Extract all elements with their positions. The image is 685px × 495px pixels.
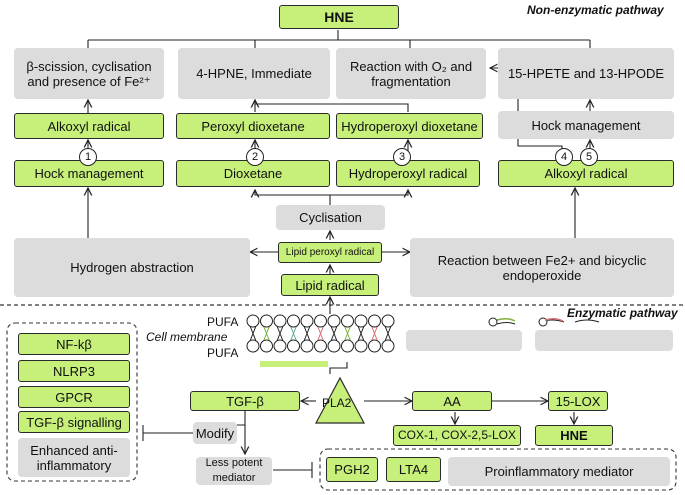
cell-membrane-label: Cell membrane [146, 330, 228, 344]
step-circle-3: 3 [393, 148, 411, 166]
lipid-head [368, 314, 381, 328]
lipid-tail [330, 325, 338, 342]
panel-item-nfkb: NF-kβ [18, 333, 130, 355]
hydroperoxyl-dioxetane-box: Hydroperoxyl dioxetane [336, 113, 483, 139]
lipid-head [300, 339, 314, 353]
tgf-beta-box: TGF-β [190, 391, 300, 411]
modify-box: Modify [193, 422, 237, 444]
lipid-head [381, 339, 395, 353]
lipid-head [341, 314, 354, 328]
lipid-head [260, 314, 273, 328]
lox15-box: 15-LOX [548, 391, 608, 411]
lipid-head [287, 339, 300, 353]
panel-item-gpcr: GPCR [18, 386, 130, 408]
step-circle-5: 5 [580, 148, 598, 166]
lipid-head [300, 314, 314, 328]
pgh2-box: PGH2 [326, 457, 378, 482]
panel-item-nlrp3: NLRP3 [18, 360, 130, 382]
proinflammatory-mediator-box: Proinflammatory mediator [448, 457, 670, 486]
hpete-box: 15-HPETE and 13-HPODE [498, 48, 674, 99]
hne-bottom-box: HNE [535, 425, 613, 446]
lipid-tail [249, 325, 257, 342]
lipid-head [314, 339, 327, 353]
lipid-tail [290, 325, 297, 342]
cox-lox-box: COX-1, COX-2,5-LOX [393, 425, 521, 446]
lipid-head [354, 314, 368, 328]
lipid-tail [317, 325, 324, 342]
lipid-tail [371, 325, 378, 342]
lipid-head [273, 339, 287, 353]
lipid-tail [384, 325, 392, 342]
membrane-grey-box-2 [535, 330, 673, 351]
header-non-enzymatic: Non-enzymatic pathway [527, 3, 664, 17]
lipid-tail [276, 325, 284, 342]
peroxyl-dioxetane-box: Peroxyl dioxetane [176, 113, 330, 139]
lipid-peroxyl-radical-box: Lipid peroxyl radical [278, 242, 382, 263]
lipid-head [341, 339, 354, 353]
cyclisation-box: Cyclisation [276, 205, 385, 230]
enhanced-anti-inflammatory-box: Enhanced anti-inflammatory [18, 438, 130, 477]
hpne-box: 4-HPNE, Immediate [178, 48, 330, 99]
lipid-head [368, 339, 381, 353]
lipid-head [314, 314, 327, 328]
membrane-grey-box-1 [406, 330, 522, 351]
alkoxyl-radical-left: Alkoxyl radical [14, 113, 164, 139]
pufa-top-label: PUFA [207, 315, 239, 329]
lta4-box: LTA4 [386, 457, 441, 482]
hydroperoxyl-radical-box: Hydroperoxyl radical [336, 160, 480, 187]
hne-top-box: HNE [279, 5, 399, 29]
pla2-triangle [315, 376, 365, 424]
beta-scission-box: β-scission, cyclisation and presence of … [14, 48, 164, 99]
pla2-label: PLA2 [322, 396, 352, 410]
pufa-bottom-label: PUFA [207, 346, 239, 360]
less-potent-mediator-box: Less potent mediator [196, 457, 272, 485]
lipid-head [327, 314, 341, 328]
lipid-head [246, 339, 260, 353]
hydrogen-abstraction-box: Hydrogen abstraction [14, 238, 250, 297]
lipid-head [246, 314, 260, 328]
lipid-tail [303, 325, 311, 342]
lipid-head [260, 339, 273, 353]
lipid-radical-box: Lipid radical [281, 274, 379, 296]
lipid-tail [344, 325, 351, 342]
lipid-head [273, 314, 287, 328]
reaction-o2-box: Reaction with O₂ and fragmentation [336, 48, 486, 99]
reaction-fe2-box: Reaction between Fe2+ and bicyclic endop… [410, 238, 674, 297]
lipid-head [381, 314, 395, 328]
step-circle-4: 4 [555, 148, 573, 166]
hock-management-right: Hock management [498, 111, 674, 139]
step-circle-2: 2 [246, 148, 264, 166]
header-enzymatic: Enzymatic pathway [567, 306, 678, 320]
lipid-head [287, 314, 300, 328]
lipid-tail [263, 325, 270, 342]
panel-item-tgf-signalling: TGF-β signalling [18, 411, 130, 433]
lipid-tail [357, 325, 365, 342]
aa-box: AA [412, 391, 492, 411]
lipid-head [327, 339, 341, 353]
step-circle-1: 1 [79, 148, 97, 166]
lipid-head [354, 339, 368, 353]
